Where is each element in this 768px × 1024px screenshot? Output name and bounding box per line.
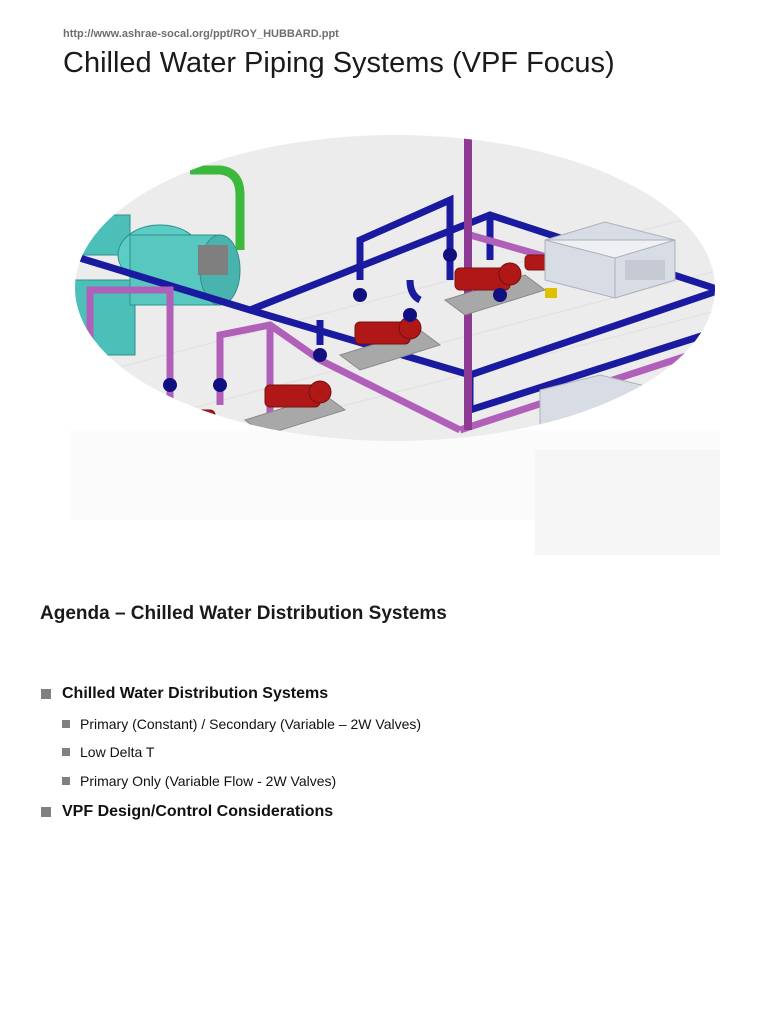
square-bullet-icon bbox=[62, 720, 70, 728]
square-bullet-icon bbox=[62, 777, 70, 785]
agenda-subitem-label: Primary (Constant) / Secondary (Variable… bbox=[80, 716, 422, 732]
agenda-item-label: Chilled Water Distribution Systems bbox=[62, 685, 329, 702]
square-bullet-icon bbox=[41, 807, 51, 817]
agenda-subitem-label: Low Delta T bbox=[80, 744, 155, 760]
slide-chilled-water-piping: http://www.ashrae-socal.org/ppt/ROY_HUBB… bbox=[63, 28, 720, 560]
slide-title: Chilled Water Piping Systems (VPF Focus) bbox=[63, 47, 615, 79]
agenda-subitem: Primary (Constant) / Secondary (Variable… bbox=[62, 716, 421, 732]
source-url: http://www.ashrae-socal.org/ppt/ROY_HUBB… bbox=[63, 28, 339, 40]
square-bullet-icon bbox=[62, 748, 70, 756]
air-handler bbox=[544, 221, 676, 299]
control-valve bbox=[545, 288, 557, 298]
agenda-subitem: Low Delta T bbox=[62, 744, 154, 760]
square-bullet-icon bbox=[41, 689, 51, 699]
condenser-pipe bbox=[190, 165, 245, 250]
valves bbox=[163, 248, 507, 392]
agenda-subitem: Primary Only (Variable Flow - 2W Valves) bbox=[62, 773, 336, 789]
diagram-oval bbox=[75, 135, 715, 441]
agenda-item: Chilled Water Distribution Systems bbox=[41, 685, 328, 703]
diagram-shadow-panel bbox=[535, 450, 720, 555]
agenda-item: VPF Design/Control Considerations bbox=[41, 803, 333, 821]
agenda-item-label: VPF Design/Control Considerations bbox=[62, 803, 334, 820]
agenda-title: Agenda – Chilled Water Distribution Syst… bbox=[40, 603, 447, 624]
slide-agenda: Agenda – Chilled Water Distribution Syst… bbox=[0, 580, 768, 1024]
piping-diagram bbox=[70, 130, 720, 560]
agenda-subitem-label: Primary Only (Variable Flow - 2W Valves) bbox=[80, 773, 337, 789]
